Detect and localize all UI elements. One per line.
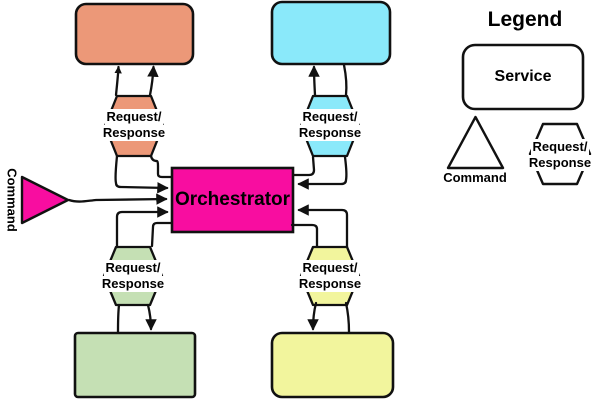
- connector-label-line1: Request/: [103, 260, 163, 276]
- line-hexagon-bottom-right-to-orchestrator-arrow: [297, 204, 349, 249]
- connector-label-line2: Response: [100, 125, 168, 141]
- legend-service-label: Service: [494, 68, 552, 85]
- legend-command-triangle: [446, 115, 505, 170]
- legend-command-label: Command: [443, 170, 507, 185]
- line-service-to-hexagon-bottom-right-b: [344, 301, 351, 334]
- line-hexagon-to-service-bottom-left-b: [145, 303, 157, 331]
- connector-label-line2: Response: [296, 125, 364, 141]
- line-hexagon-to-service-top-left-a: [114, 65, 122, 97]
- line-hexagon-to-service-bottom-right-a: [307, 301, 319, 331]
- service-box-top-right: [270, 0, 392, 66]
- line-orchestrator-to-hexagon-bottom-right-plain: [290, 223, 319, 248]
- line-hexagon-top-right-to-orchestrator-arrow: [297, 155, 348, 190]
- line-hexagon-to-service-bottom-left-a: [116, 303, 121, 334]
- legend-title: Legend: [487, 8, 563, 31]
- legend-service-box: [461, 43, 585, 111]
- connector-label-top-left: Request/ Response: [92, 109, 176, 141]
- connector-label-line1: Request/: [300, 260, 360, 276]
- line-hexagon-top-left-to-orchestrator-plain: [149, 154, 173, 179]
- connector-label-line2: Response: [296, 276, 364, 292]
- connector-label-bottom-right: Request/ Response: [288, 260, 372, 292]
- line-orchestrator-to-hexagon-top-right-plain: [291, 155, 316, 177]
- line-hexagon-to-service-top-right-a: [308, 65, 320, 97]
- line-hexagon-bottom-left-to-orchestrator-arrow: [115, 206, 169, 249]
- line-hexagon-to-service-top-left-b: [147, 65, 159, 97]
- connector-label-line1: Request/: [300, 109, 360, 125]
- orchestrator-label: Orchestrator: [174, 189, 291, 210]
- legend-request-line1: Request/: [530, 139, 590, 155]
- service-box-bottom-left: [73, 331, 197, 399]
- line-command-to-orchestrator-arrow: [67, 193, 168, 205]
- line-hexagon-top-left-to-orchestrator-arrow: [114, 154, 169, 194]
- command-triangle: [20, 175, 70, 225]
- connector-label-bottom-left: Request/ Response: [91, 260, 175, 292]
- connector-label-top-right: Request/ Response: [288, 109, 372, 141]
- line-service-to-hexagon-top-right-b: [342, 63, 348, 97]
- legend-request-response-label: Request/ Response: [518, 139, 600, 171]
- service-box-bottom-right: [270, 331, 395, 399]
- connector-label-line2: Response: [99, 276, 167, 292]
- legend-request-line2: Response: [526, 155, 594, 171]
- connector-label-line1: Request/: [104, 109, 164, 125]
- command-label: Command: [4, 168, 20, 232]
- line-orchestrator-to-hexagon-bottom-left-plain: [150, 221, 173, 248]
- service-box-top-left: [74, 2, 195, 66]
- orchestrator-box: [170, 166, 295, 234]
